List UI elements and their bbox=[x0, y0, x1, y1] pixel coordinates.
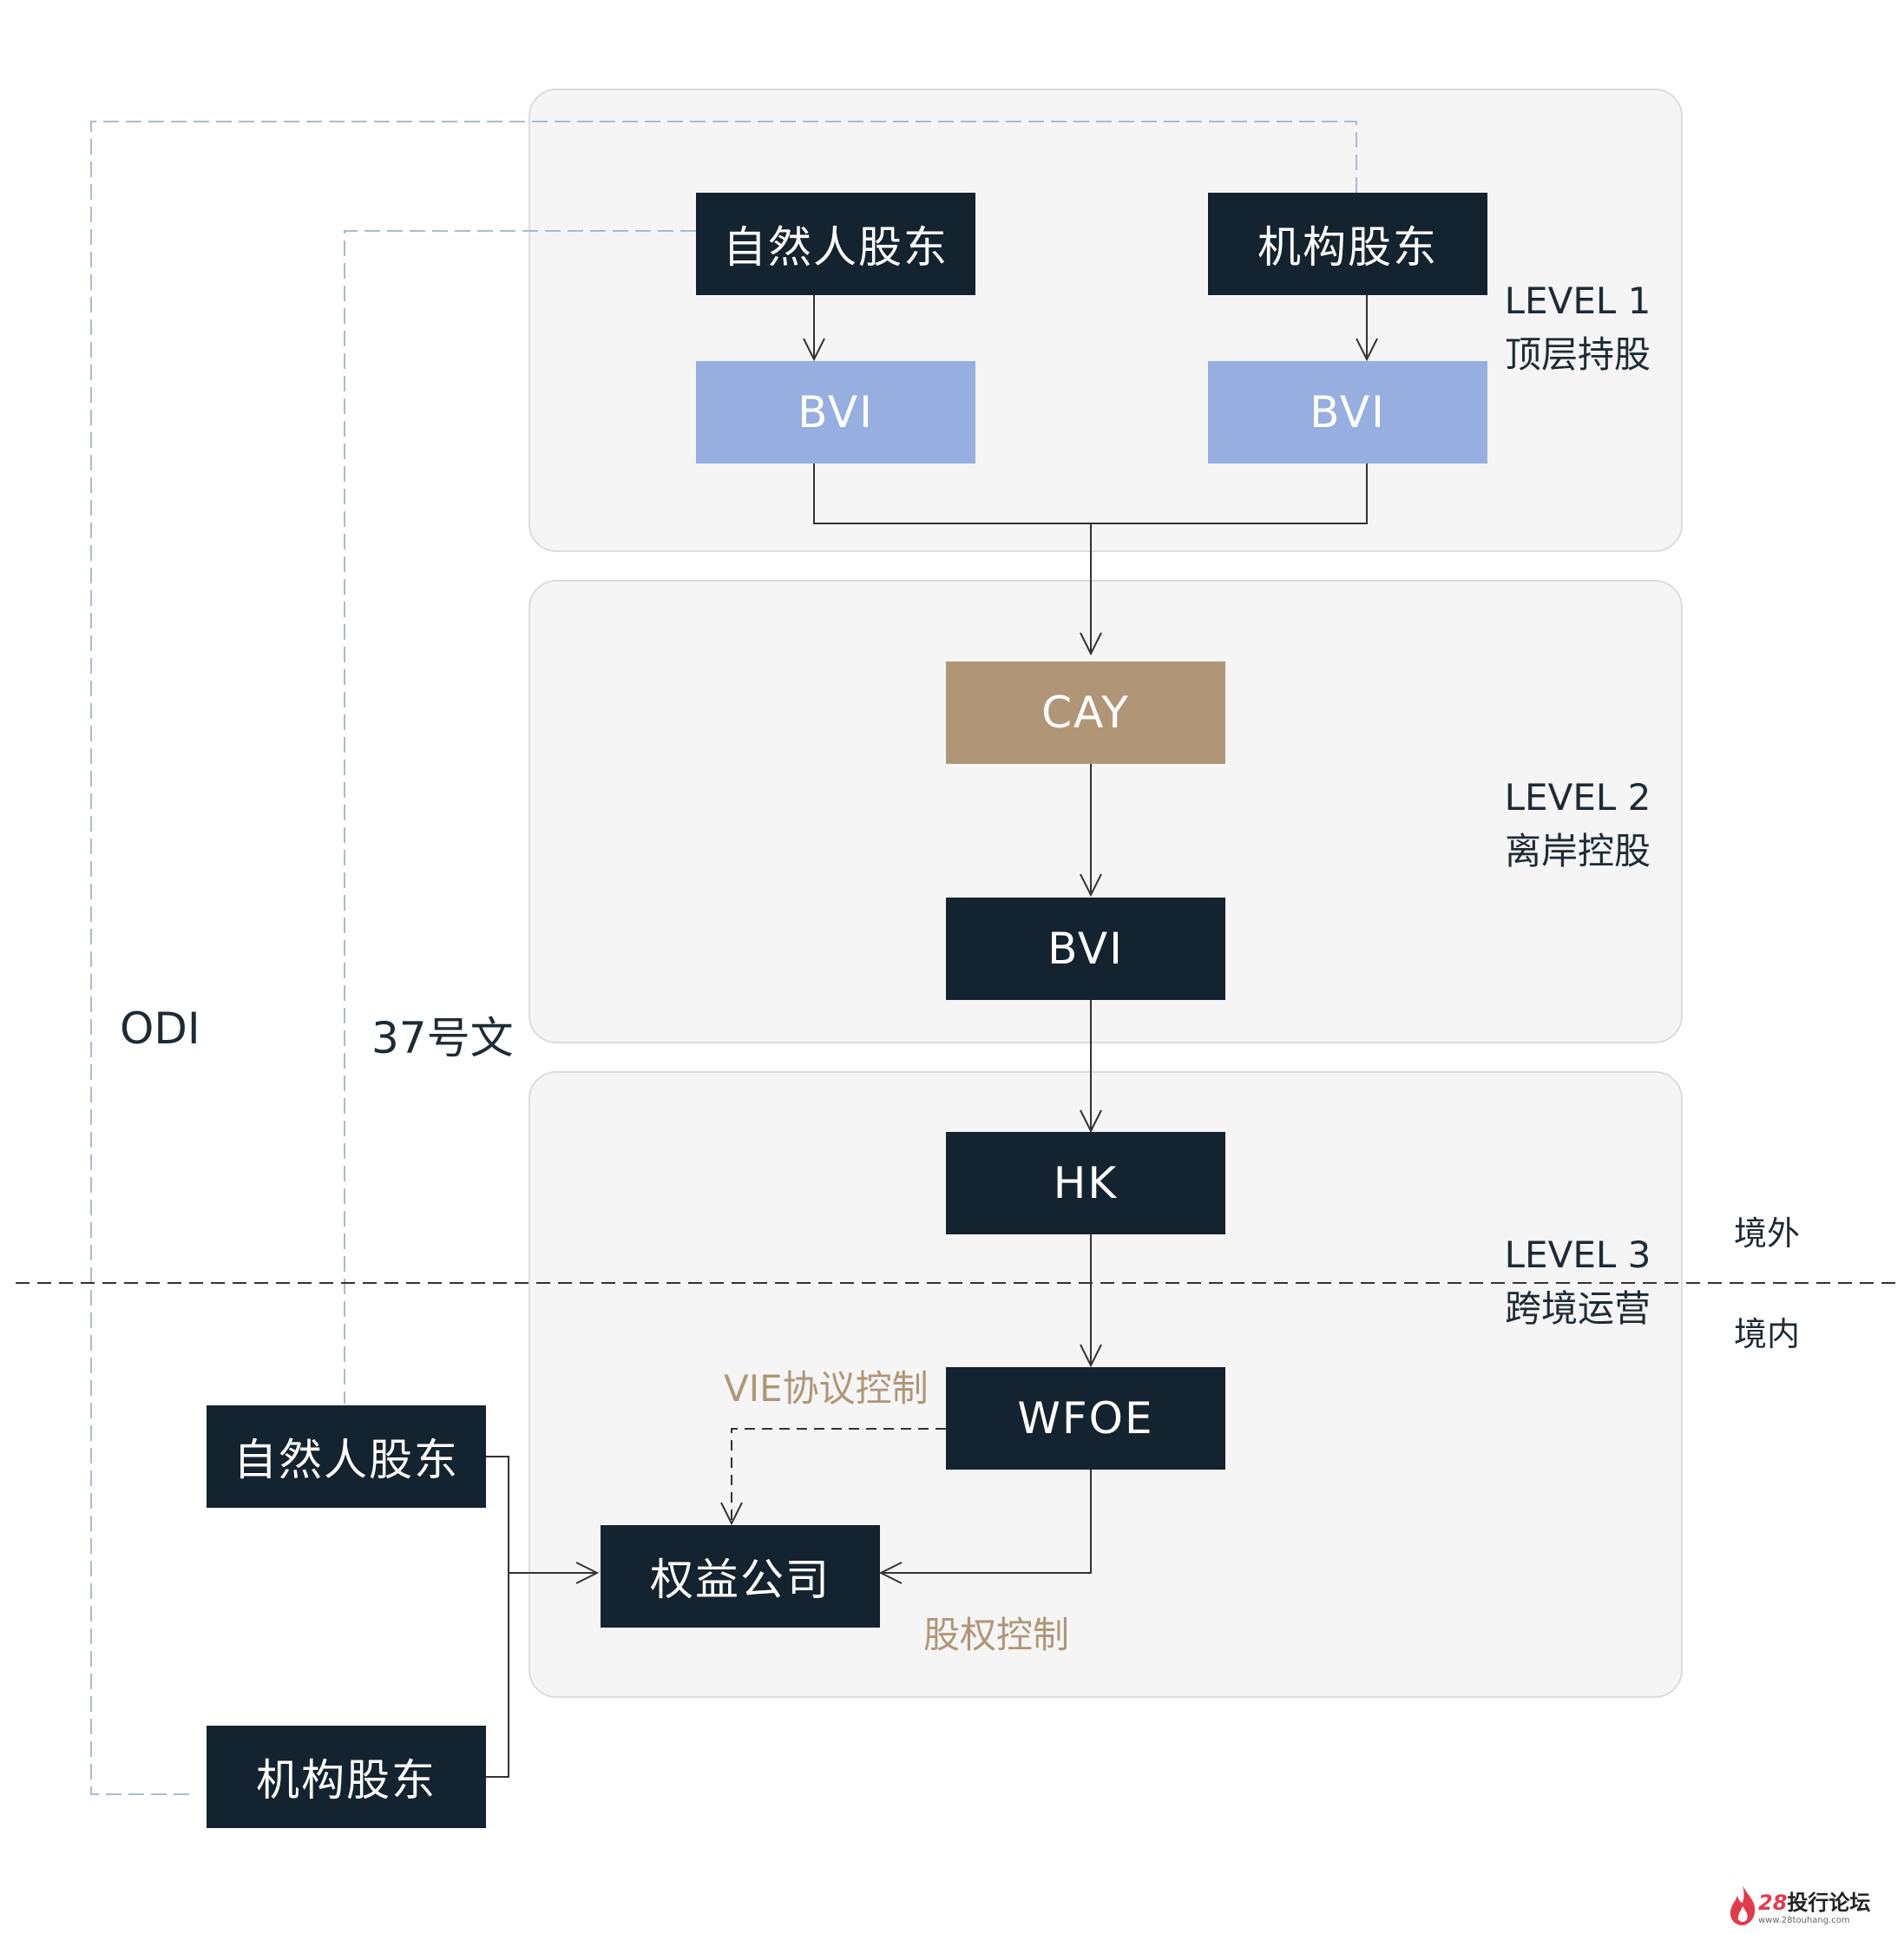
institutional-shareholder-bottom-box: 机构股东 bbox=[207, 1726, 486, 1828]
level-2-number: LEVEL 2 bbox=[1504, 776, 1651, 819]
watermark: 28投行论坛 www.28touhang.com bbox=[1727, 1884, 1870, 1927]
bvi-merge-line bbox=[813, 464, 1368, 524]
circular-37-dashed-line bbox=[344, 230, 696, 1404]
level-2-name: 离岸控股 bbox=[1504, 830, 1651, 872]
cay-box: CAY bbox=[946, 661, 1225, 764]
hk-box: HK bbox=[946, 1132, 1225, 1234]
equity-company-box: 权益公司 bbox=[601, 1525, 880, 1628]
bvi-left-box: BVI bbox=[696, 361, 975, 464]
watermark-number: 28 bbox=[1758, 1891, 1788, 1915]
domestic-shareholder-bracket bbox=[486, 1456, 509, 1778]
vie-control-line bbox=[720, 1428, 946, 1526]
odi-dashed-line bbox=[90, 121, 1357, 1795]
onshore-label: 境内 bbox=[1734, 1315, 1801, 1353]
equity-control-label: 股权控制 bbox=[923, 1614, 1070, 1656]
bvi-right-box: BVI bbox=[1208, 361, 1487, 464]
level-2-label: LEVEL 2 离岸控股 bbox=[1491, 771, 1664, 878]
institutional-shareholder-top-box: 机构股东 bbox=[1208, 193, 1487, 295]
natural-shareholder-bottom-box: 自然人股东 bbox=[207, 1405, 486, 1508]
equity-control-line bbox=[878, 1470, 1092, 1584]
level-3-label: LEVEL 3 跨境运营 bbox=[1491, 1228, 1664, 1336]
level-3-number: LEVEL 3 bbox=[1504, 1233, 1651, 1276]
natural-shareholder-top-box: 自然人股东 bbox=[696, 193, 975, 295]
bvi-mid-box: BVI bbox=[946, 898, 1225, 1000]
level-1-number: LEVEL 1 bbox=[1504, 280, 1651, 322]
level-1-name: 顶层持股 bbox=[1504, 333, 1651, 376]
level-1-label: LEVEL 1 顶层持股 bbox=[1491, 274, 1664, 382]
watermark-name: 投行论坛 bbox=[1787, 1891, 1871, 1915]
level-3-name: 跨境运营 bbox=[1504, 1287, 1651, 1330]
offshore-label: 境外 bbox=[1734, 1214, 1801, 1253]
vie-control-label: VIE协议控制 bbox=[724, 1367, 929, 1410]
level-1-panel bbox=[529, 89, 1683, 552]
odi-label: ODI bbox=[120, 1003, 200, 1054]
circular-37-label: 37号文 bbox=[371, 1013, 514, 1063]
watermark-text: 28投行论坛 www.28touhang.com bbox=[1758, 1885, 1870, 1925]
watermark-url: www.28touhang.com bbox=[1758, 1916, 1850, 1925]
flame-icon bbox=[1730, 1885, 1756, 1925]
wfoe-box: WFOE bbox=[946, 1367, 1225, 1470]
